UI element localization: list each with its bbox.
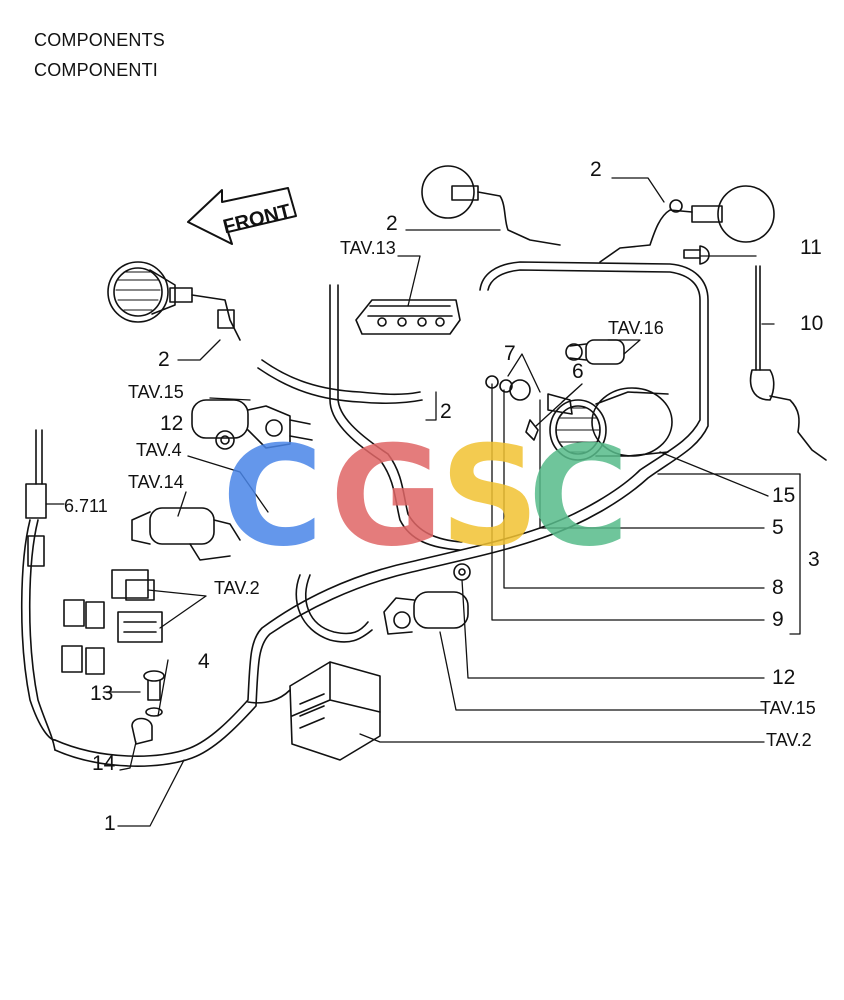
callout-7: 7 [504, 342, 516, 365]
callout-11: 11 [800, 236, 822, 259]
callout-12-left: 12 [160, 412, 183, 435]
tav13-control-box [355, 299, 461, 335]
leader-lines [45, 177, 801, 827]
top-left-indicator-lamp [421, 165, 561, 246]
callout-1: 1 [104, 812, 116, 835]
page-title: COMPONENTS [34, 30, 166, 50]
tav14-component [131, 507, 241, 561]
callout-3: 3 [808, 548, 820, 571]
callout-tav4: TAV.4 [136, 440, 182, 460]
cgsc-watermark: C G S C [222, 416, 629, 577]
callout-4: 4 [198, 650, 210, 673]
tav2-switch-group-left [111, 569, 163, 643]
callout-labels: 2 2 2 2 TAV.13 TAV.16 11 10 7 6 TAV.15 1… [64, 158, 823, 835]
callout-6: 6 [572, 360, 584, 383]
left-headlamp [107, 261, 241, 341]
callout-2-top: 2 [590, 158, 602, 181]
top-right-indicator-lamp [599, 185, 775, 263]
callout-12-right: 12 [772, 666, 795, 689]
callout-5: 5 [772, 516, 784, 539]
callout-tav16: TAV.16 [608, 318, 664, 338]
item-14-clamp [131, 717, 153, 745]
tav15-horn-left [191, 399, 313, 449]
item-12-left-grommet [215, 430, 235, 450]
watermark-letter-s: S [440, 416, 539, 577]
callout-tav2-right: TAV.2 [766, 730, 812, 750]
callout-13: 13 [90, 682, 113, 705]
item-4-washer [145, 707, 163, 717]
left-harness-connectors [25, 429, 105, 675]
callout-tav15-left: TAV.15 [128, 382, 184, 402]
callout-8: 8 [772, 576, 784, 599]
callout-10: 10 [800, 312, 823, 335]
tav2-relay-block [289, 661, 381, 761]
watermark-letter-c2: C [528, 416, 629, 577]
right-headlamp-assembly [485, 375, 673, 461]
callout-6711: 6.711 [64, 496, 108, 516]
tav16-motor [565, 339, 625, 365]
callout-tav15-right: TAV.15 [760, 698, 816, 718]
item-11-bolt [683, 245, 710, 265]
item-10-antenna [749, 265, 827, 461]
watermark-letter-g: G [330, 416, 443, 577]
tav15-horn-right [383, 591, 469, 635]
item-13-screw [143, 670, 165, 701]
callout-tav14: TAV.14 [128, 472, 184, 492]
front-arrow-label: FRONT [221, 200, 293, 238]
callout-2-mid: 2 [386, 212, 398, 235]
front-arrow [187, 187, 297, 245]
callout-2-center: 2 [440, 400, 452, 423]
callout-tav13: TAV.13 [340, 238, 396, 258]
main-harness [20, 261, 709, 767]
page-subtitle: COMPONENTI [34, 60, 159, 80]
callout-15: 15 [772, 484, 795, 507]
callout-14: 14 [92, 752, 116, 775]
callout-2-left: 2 [158, 348, 170, 371]
callout-tav2-left: TAV.2 [214, 578, 260, 598]
callout-9: 9 [772, 608, 784, 631]
watermark-letter-c1: C [222, 416, 323, 577]
